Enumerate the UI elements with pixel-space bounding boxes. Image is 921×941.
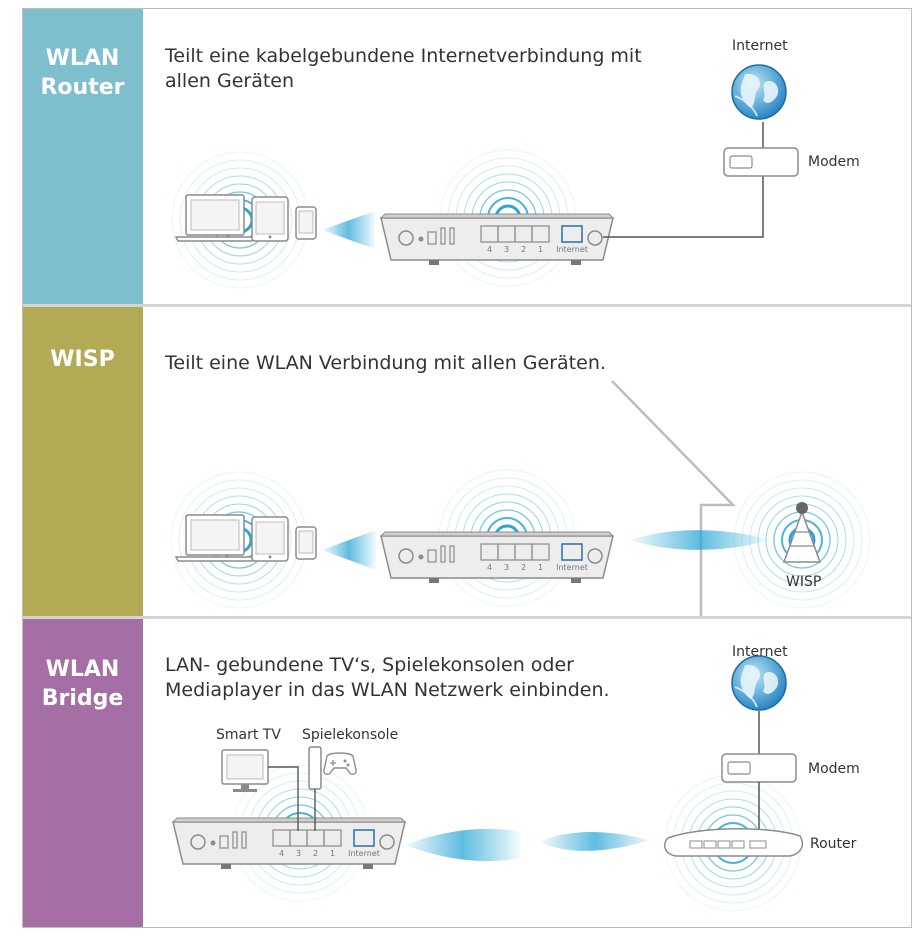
outer-frame [22, 8, 912, 928]
panel-wisp: WISP [22, 307, 912, 616]
globe-icon [731, 64, 787, 120]
panel-wlan-bridge: WLAN Bridge [22, 619, 912, 928]
router-icon [380, 213, 614, 266]
port-label: 4 [487, 563, 492, 572]
wisp-scene [169, 380, 872, 616]
wisp-description: Teilt eine WLAN Verbindung mit allen Ger… [165, 352, 606, 374]
panel-label-line2: Bridge [41, 686, 124, 711]
port-label: 4 [279, 849, 284, 858]
wisp-label: WISP [786, 574, 822, 590]
panel-label-wisp: WISP [22, 307, 143, 616]
internet-label: Internet [732, 38, 788, 54]
port-label: 1 [538, 563, 543, 572]
panel-label-line2: Router [40, 75, 125, 100]
modem-icon [721, 753, 797, 783]
description-line: Mediaplayer in das WLAN Netzwerk einbind… [165, 679, 610, 701]
port-label: 3 [504, 245, 509, 254]
description-line: Teilt eine kabelgebundene Internetverbin… [165, 45, 642, 67]
description-line: allen Geräten [165, 70, 295, 92]
tv-icon [221, 749, 269, 792]
cable-line [603, 176, 764, 238]
console-label: Spielekonsole [302, 727, 399, 743]
router-icon [663, 828, 804, 857]
panel-label-line1: WISP [50, 347, 115, 372]
port-label: Internet [556, 245, 588, 254]
router-icon [380, 531, 614, 584]
wireless-beam-icon [405, 828, 520, 862]
wireless-beam-icon [540, 832, 650, 851]
panel-label-line1: WLAN [45, 46, 120, 71]
port-label: Internet [556, 563, 588, 572]
panel-wlan-router: WLAN Router [22, 8, 912, 304]
port-label: 4 [487, 245, 492, 254]
callout-line [611, 380, 736, 616]
port-label: 1 [538, 245, 543, 254]
port-label: 2 [521, 563, 526, 572]
modem-label: Modem [808, 761, 860, 777]
bridge-router-icon [172, 817, 406, 870]
cable-line [268, 766, 299, 831]
wlan-router-description: Teilt eine kabelgebundene Internetverbin… [165, 44, 642, 94]
modem-label: Modem [808, 154, 860, 170]
wireless-beam-icon [322, 211, 375, 249]
wlan-bridge-description: LAN- gebundene TV‘s, Spielekonsolen oder… [165, 653, 610, 703]
panel-label-wlan-bridge: WLAN Bridge [22, 619, 143, 928]
globe-icon [731, 655, 787, 711]
router-scene [170, 64, 799, 290]
internet-label: Internet [732, 644, 788, 660]
port-label: 3 [296, 849, 301, 858]
bridge-scene [172, 655, 804, 913]
wireless-beam-icon [322, 530, 376, 570]
modem-icon [723, 147, 799, 177]
panel-label-line1: WLAN [45, 657, 120, 682]
panel-divider [22, 616, 912, 619]
port-label: 2 [521, 245, 526, 254]
port-label: 2 [313, 849, 318, 858]
panel-label-wlan-router: WLAN Router [22, 8, 143, 304]
port-label: 1 [330, 849, 335, 858]
wireless-beam-icon [630, 530, 770, 550]
description-line: LAN- gebundene TV‘s, Spielekonsolen oder [165, 654, 574, 676]
router-label: Router [810, 836, 857, 852]
panel-divider [22, 304, 912, 307]
smart-tv-label: Smart TV [216, 727, 281, 743]
port-label: 3 [504, 563, 509, 572]
port-label: Internet [348, 849, 380, 858]
antenna-tower-icon [782, 502, 822, 563]
